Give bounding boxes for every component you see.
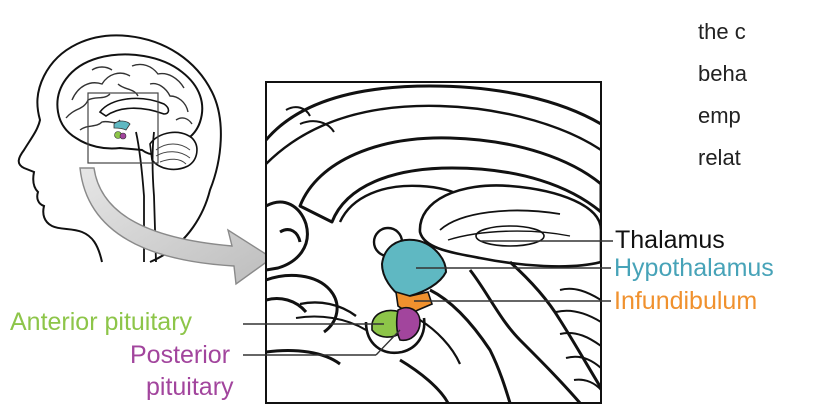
label-anterior-pituitary: Anterior pituitary	[10, 308, 192, 337]
label-posterior-pituitary-line1: Posterior	[130, 341, 230, 370]
cerebellum	[150, 132, 197, 169]
label-infundibulum: Infundibulum	[614, 287, 757, 316]
side-text-line-2: beha	[698, 61, 747, 87]
label-hypothalamus: Hypothalamus	[614, 254, 774, 283]
label-posterior-pituitary-line2: pituitary	[146, 373, 234, 402]
side-text-line-4: relat	[698, 145, 741, 171]
label-thalamus: Thalamus	[615, 226, 725, 255]
magnify-arrow	[80, 168, 272, 284]
side-text-line-3: emp	[698, 103, 741, 129]
side-text-line-1: the c	[698, 19, 746, 45]
